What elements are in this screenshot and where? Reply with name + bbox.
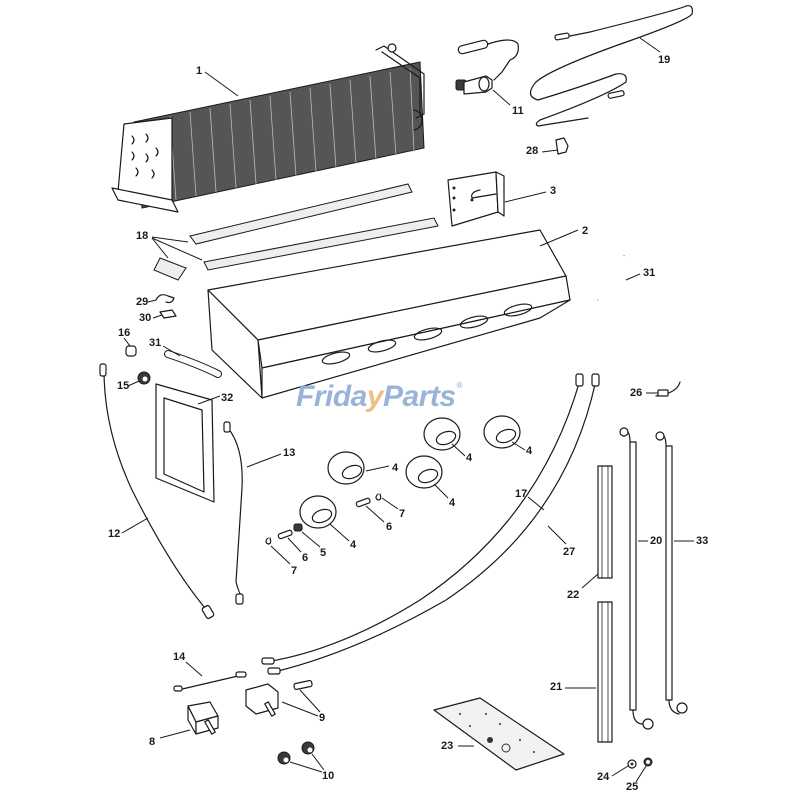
callout-4d: 4 [449, 497, 456, 509]
hose-clamp [147, 294, 175, 304]
callout-6a: 6 [386, 521, 393, 533]
callout-21: 21 [550, 681, 563, 693]
wire-harnesses [261, 373, 600, 675]
clamp-strap [646, 381, 681, 397]
callout-8: 8 [149, 736, 156, 748]
callout-31a: 31 [643, 267, 656, 279]
drain-tray [207, 229, 579, 399]
callout-19: 19 [658, 54, 671, 66]
refrigerant-lines [619, 427, 694, 730]
watermark-text-2: Parts [383, 380, 456, 413]
callout-27: 27 [563, 546, 576, 558]
callout-12: 12 [108, 528, 121, 540]
wire-lead-long [99, 363, 215, 620]
callout-10: 10 [322, 770, 335, 782]
callout-24: 24 [597, 771, 610, 783]
washers [611, 757, 653, 783]
callout-3: 3 [550, 185, 557, 197]
rotary-switch [245, 679, 321, 717]
evaporator-coil [111, 43, 425, 213]
callout-1: 1 [196, 65, 203, 77]
callout-4c: 4 [392, 462, 399, 474]
callout-4b: 4 [526, 445, 533, 457]
switch-nuts [277, 741, 325, 773]
callout-6b: 6 [302, 552, 309, 564]
knob-hardware [265, 493, 399, 565]
plug-cap [123, 337, 137, 357]
callout-29: 29 [136, 296, 149, 308]
callout-11: 11 [512, 105, 524, 117]
watermark-accent: y [366, 380, 384, 413]
callout-4e: 4 [350, 539, 357, 551]
watermark-text-1: Frida [296, 380, 367, 413]
channel-support-upper [581, 465, 613, 589]
callout-31b: 31 [149, 337, 162, 349]
callout-16: 16 [118, 327, 131, 339]
wire-lead [223, 421, 282, 605]
insulation-strips [151, 183, 439, 281]
callout-33: 33 [696, 535, 709, 547]
clip [541, 137, 569, 155]
callout-4a: 4 [466, 452, 473, 464]
rocker-switch [159, 701, 219, 739]
channel-support-lower [565, 601, 613, 743]
callout-13: 13 [283, 447, 296, 459]
control-knobs [299, 415, 526, 542]
callout-20: 20 [650, 535, 663, 547]
callout-5: 5 [320, 547, 327, 559]
callout-7a: 7 [399, 508, 406, 520]
jumper-wire [173, 661, 247, 692]
clamp-plate [152, 309, 177, 319]
thermostat [455, 39, 519, 106]
grommet [127, 371, 151, 387]
callout-22: 22 [567, 589, 580, 601]
gasket-frame [155, 383, 221, 503]
callout-15: 15 [117, 380, 130, 392]
callout-2: 2 [582, 225, 589, 237]
callout-23: 23 [441, 740, 454, 752]
drain-hose [162, 255, 641, 378]
mounting-bracket [447, 171, 547, 227]
callout-17: 17 [515, 488, 528, 500]
callout-7b: 7 [291, 565, 298, 577]
callout-9: 9 [319, 712, 326, 724]
callout-25: 25 [626, 781, 639, 793]
callout-30: 30 [139, 312, 152, 324]
registered-mark: ® [456, 381, 463, 390]
callout-18: 18 [136, 230, 149, 242]
callout-32: 32 [221, 392, 234, 404]
callout-26: 26 [630, 387, 643, 399]
capillary-tube-sensor [529, 5, 693, 127]
watermark-logo: FridayParts® [296, 380, 463, 413]
callout-14: 14 [173, 651, 186, 663]
base-plate [433, 697, 565, 771]
callout-28: 28 [526, 145, 539, 157]
